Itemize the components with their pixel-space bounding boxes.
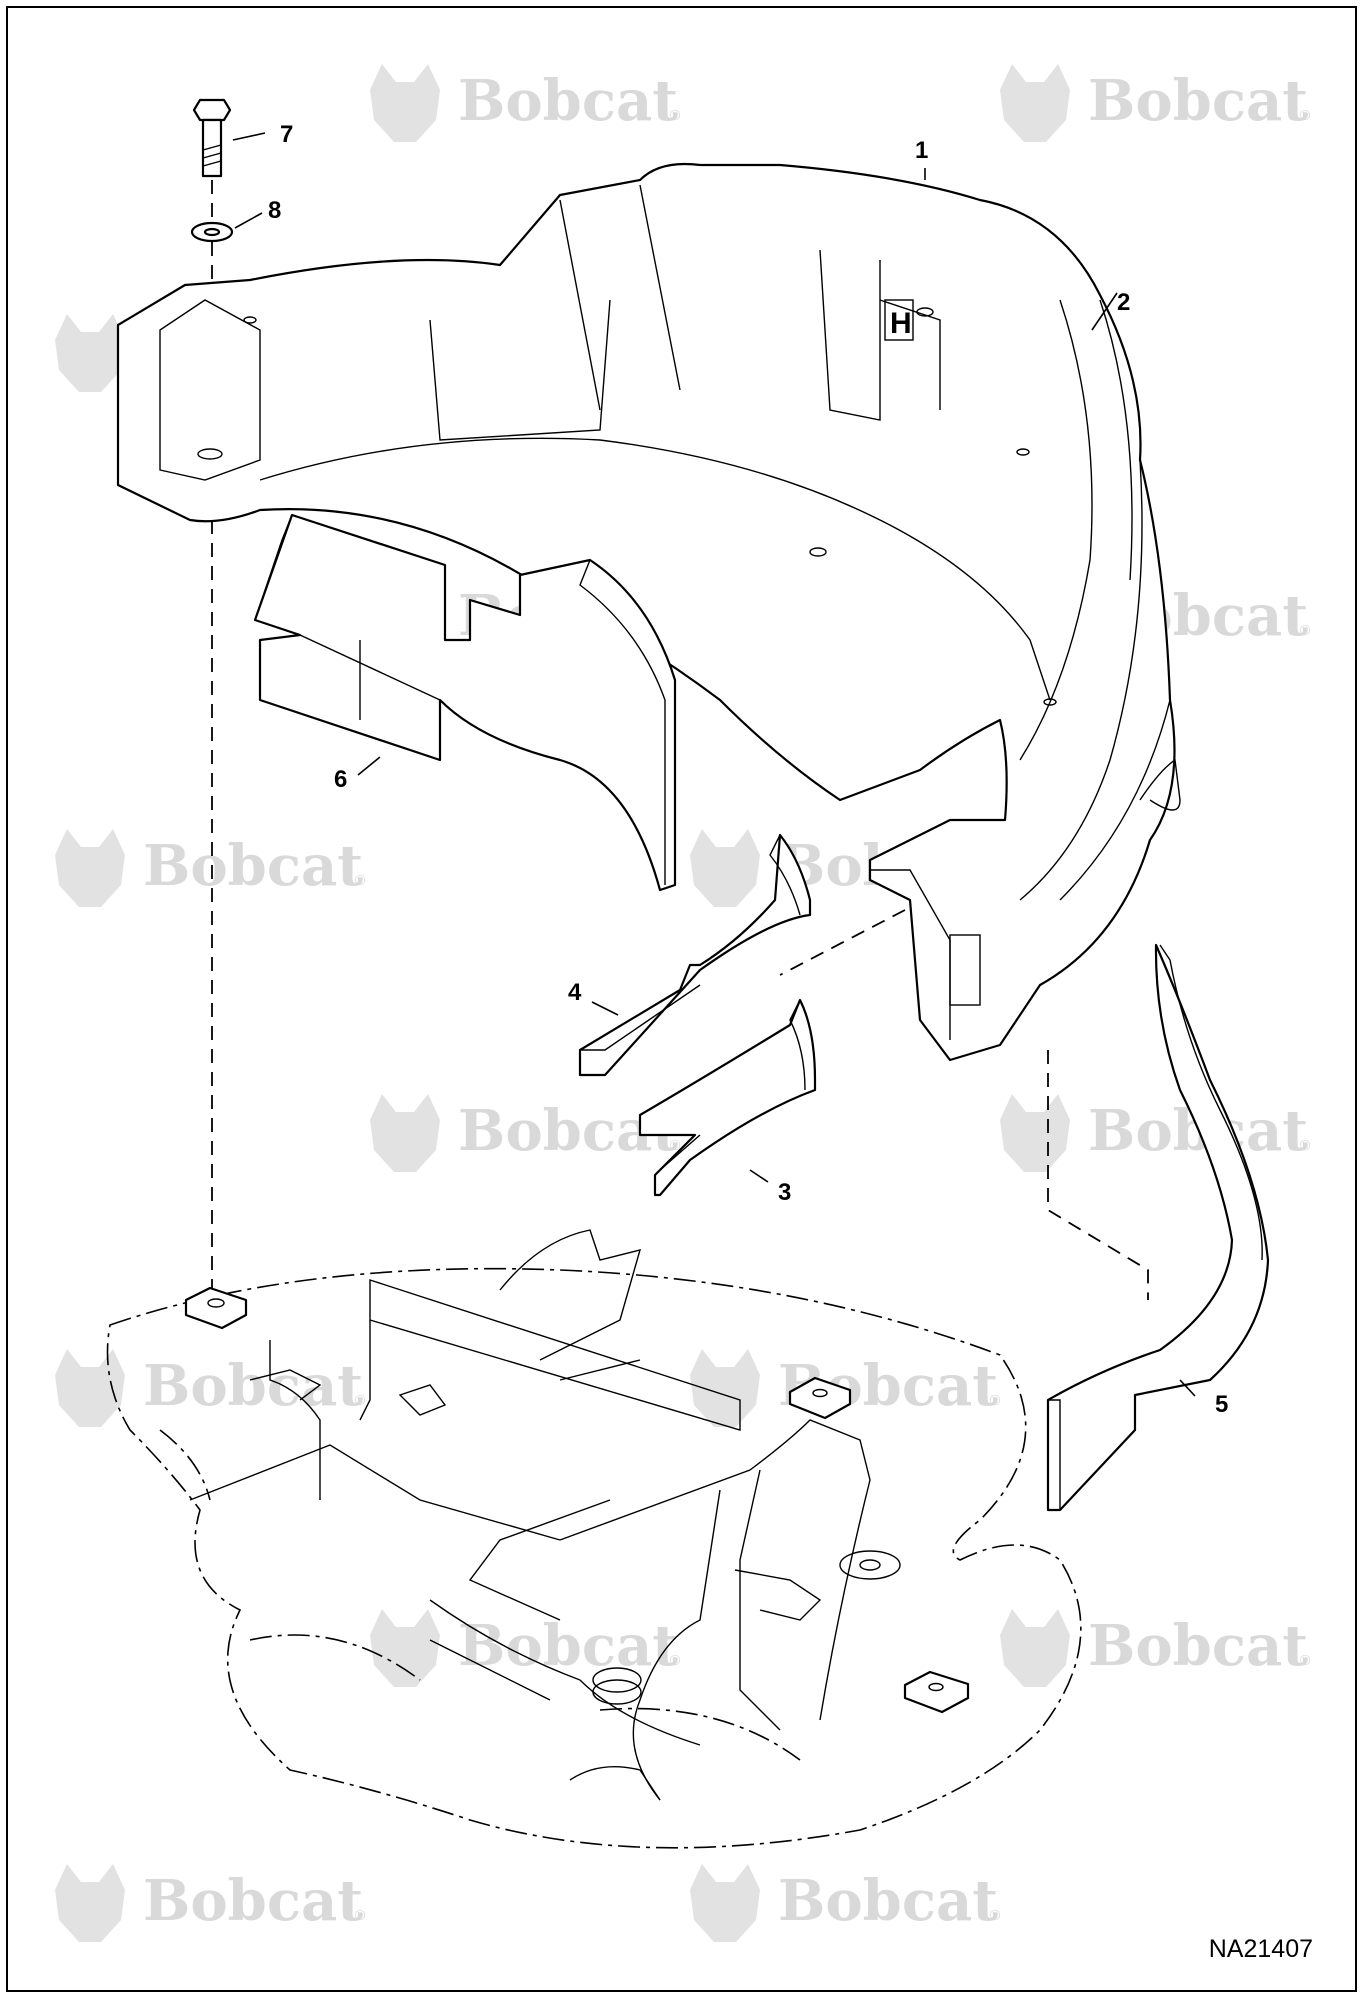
bobcat-watermark: Bobcat® <box>370 64 682 142</box>
svg-text:H: H <box>890 307 912 340</box>
bobcat-watermark: Bobcat® <box>1000 1094 1312 1172</box>
svg-text:®: ® <box>1298 1653 1312 1669</box>
bobcat-watermark: Bobcat® <box>1000 64 1312 142</box>
svg-text:®: ® <box>668 108 682 124</box>
svg-text:®: ® <box>1298 623 1312 639</box>
svg-text:Bobcat: Bobcat <box>143 1353 363 1419</box>
svg-text:Bobcat: Bobcat <box>458 68 678 134</box>
bolt-part <box>192 98 232 178</box>
insert-3-part <box>638 998 817 1197</box>
bobcat-watermark: Bobcat® <box>370 1609 682 1687</box>
svg-text:®: ® <box>1298 1138 1312 1154</box>
svg-text:®: ® <box>988 1393 1002 1409</box>
counterweight-part: H <box>116 162 1181 1062</box>
callout-labels: 7 8 1 2 6 4 3 5 <box>268 121 1228 1418</box>
leader-lines <box>232 132 1196 1397</box>
svg-text:Bobcat: Bobcat <box>1088 68 1308 134</box>
svg-text:®: ® <box>353 1908 367 1924</box>
bobcat-watermark: Bobcat® <box>55 1349 367 1427</box>
washer-part <box>190 221 234 243</box>
svg-text:®: ® <box>353 873 367 889</box>
svg-text:Bobcat: Bobcat <box>458 1613 678 1679</box>
bobcat-watermark: Bobcat® <box>55 829 367 907</box>
svg-text:®: ® <box>668 1653 682 1669</box>
callout-2: 2 <box>1117 289 1130 316</box>
svg-text:®: ® <box>353 1393 367 1409</box>
callout-6: 6 <box>334 766 347 793</box>
callout-7: 7 <box>280 121 293 148</box>
svg-text:®: ® <box>1298 108 1312 124</box>
insert-6-part <box>253 513 677 892</box>
bobcat-watermark: Bobcat® <box>370 1094 682 1172</box>
bobcat-watermark: Bobcat® <box>690 1864 1002 1942</box>
callout-4: 4 <box>568 979 582 1006</box>
callout-5: 5 <box>1215 1391 1228 1418</box>
callout-8: 8 <box>268 197 281 224</box>
frame-outline <box>106 1267 1082 1849</box>
svg-text:Bobcat: Bobcat <box>143 833 363 899</box>
svg-text:Bobcat: Bobcat <box>778 1868 998 1934</box>
svg-text:Bobcat: Bobcat <box>1088 1613 1308 1679</box>
bobcat-watermark: Bobcat® <box>1000 1609 1312 1687</box>
callout-1: 1 <box>915 137 928 164</box>
svg-text:Bobcat: Bobcat <box>143 1868 363 1934</box>
bobcat-watermark: Bobcat® <box>55 1864 367 1942</box>
insert-4-part <box>578 833 812 1077</box>
figure-id: NA21407 <box>1208 1935 1313 1963</box>
svg-text:®: ® <box>988 1908 1002 1924</box>
insert-5-part <box>1046 943 1270 1512</box>
callout-3: 3 <box>778 1179 791 1206</box>
frame-structure <box>184 1229 970 1801</box>
figure-frame <box>6 6 1357 1992</box>
